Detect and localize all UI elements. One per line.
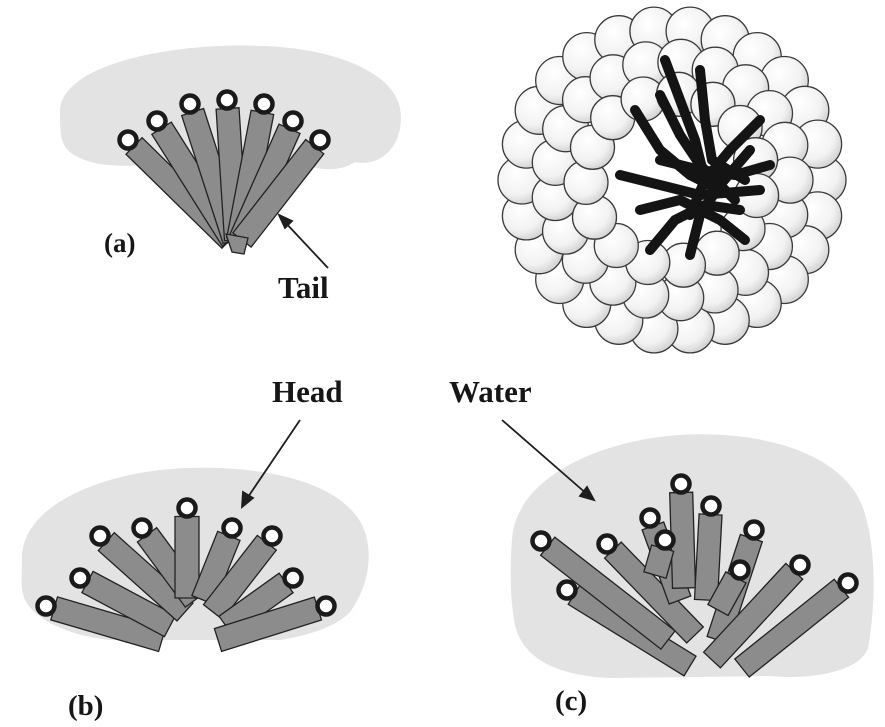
polar-head	[285, 113, 302, 130]
tail-label: Tail	[278, 270, 329, 306]
spherical-micelle	[498, 7, 846, 353]
tail-arrow	[279, 215, 328, 268]
panel-label-c: (c)	[555, 685, 587, 718]
polar-head	[559, 582, 576, 599]
polar-head	[182, 96, 199, 113]
head-label: Head	[272, 374, 343, 410]
polar-head	[673, 476, 690, 493]
polar-head	[38, 598, 55, 615]
water-label: Water	[449, 374, 532, 410]
surfactant-cluster-a	[120, 92, 329, 255]
polar-head	[224, 520, 241, 537]
polar-head	[599, 536, 616, 553]
surfactant-molecule	[670, 476, 696, 589]
polar-head	[120, 132, 137, 149]
panel-label-b: (b)	[68, 690, 103, 723]
polar-head	[149, 113, 166, 130]
polar-head	[134, 520, 151, 537]
polar-head	[746, 522, 763, 539]
polar-head	[285, 570, 302, 587]
polar-head	[703, 498, 720, 515]
polar-head	[219, 92, 236, 109]
polar-head	[264, 528, 281, 545]
polar-head	[533, 533, 550, 550]
panel-label-a: (a)	[104, 228, 135, 259]
polar-head	[792, 557, 809, 574]
polar-head	[642, 510, 659, 527]
polar-head	[318, 598, 335, 615]
polar-head	[657, 532, 674, 549]
polar-head	[256, 96, 273, 113]
surfactant-molecule	[175, 500, 199, 599]
polar-head	[312, 132, 329, 149]
tail-base	[226, 234, 248, 254]
polar-head	[840, 575, 857, 592]
polar-head	[732, 562, 749, 579]
polar-head	[92, 528, 109, 545]
polar-head	[72, 570, 89, 587]
polar-head	[179, 500, 196, 517]
